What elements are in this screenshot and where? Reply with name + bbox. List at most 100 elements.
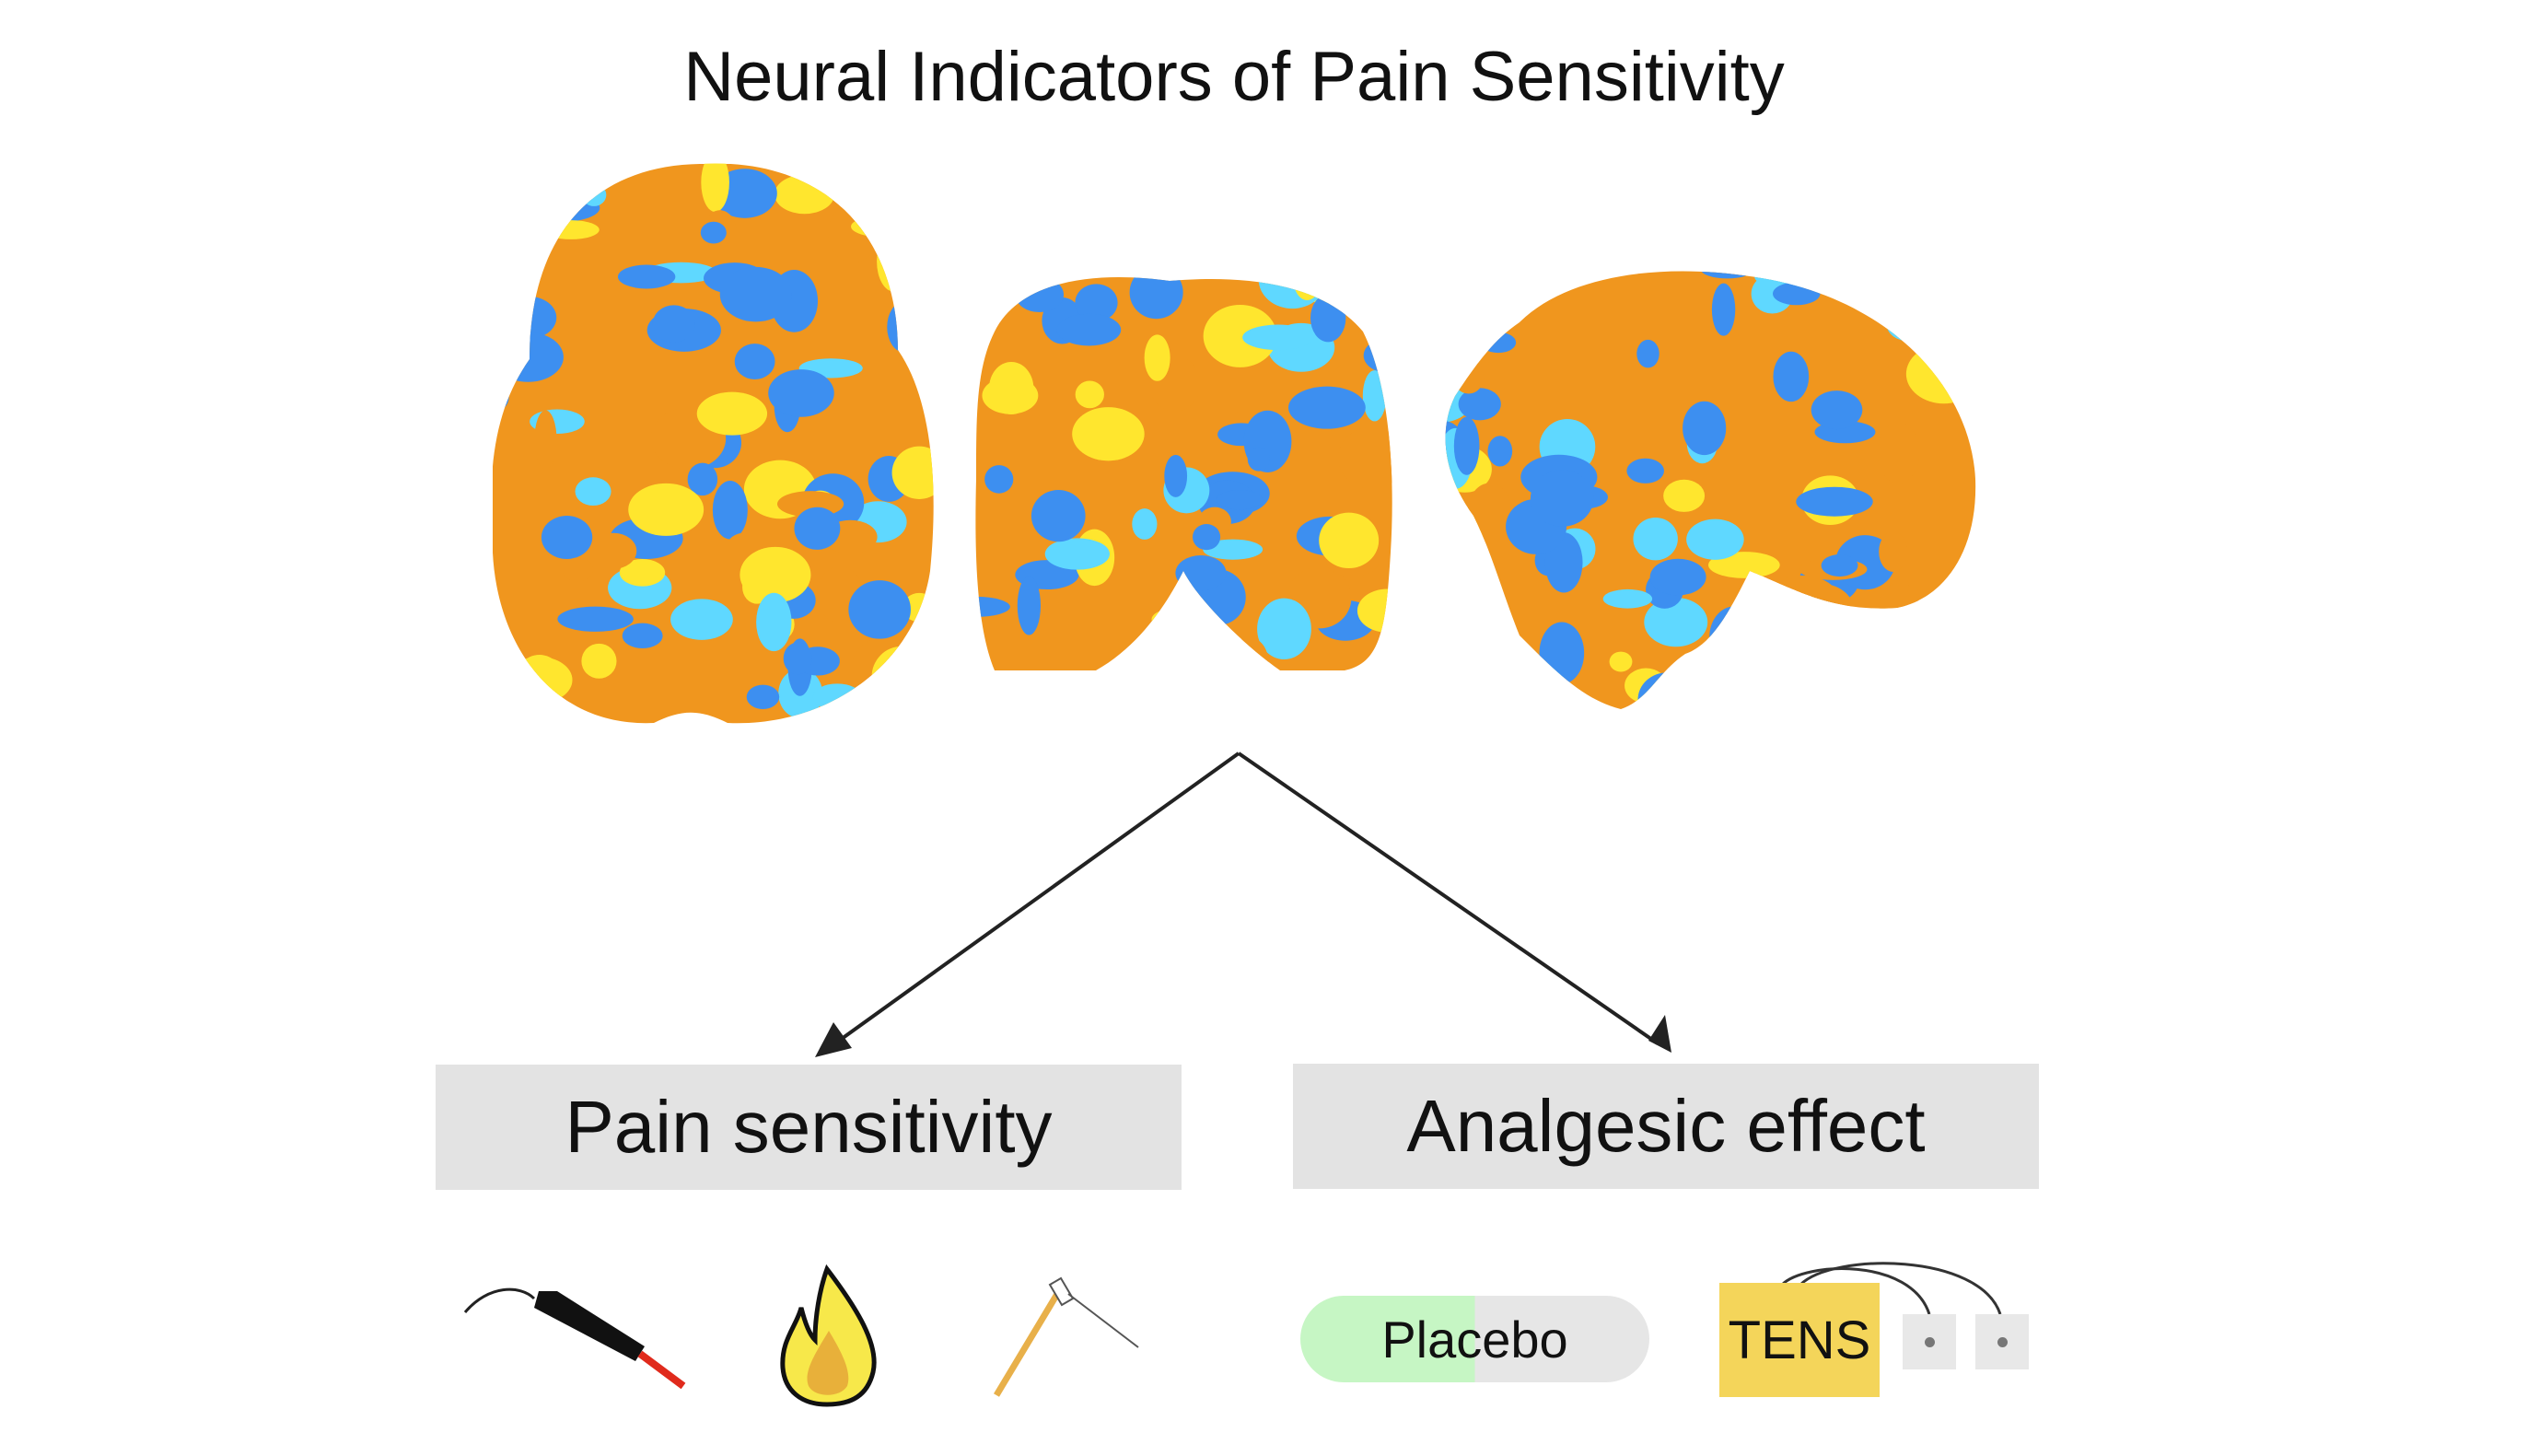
activation-blob xyxy=(541,516,593,559)
activation-blob xyxy=(542,220,600,239)
activation-blob xyxy=(670,599,733,640)
activation-blob xyxy=(812,683,862,711)
activation-blob xyxy=(1044,538,1111,570)
activation-blob xyxy=(1496,697,1542,709)
activation-blob xyxy=(1879,619,1954,671)
activation-blob xyxy=(1452,358,1485,394)
activation-blob xyxy=(652,305,695,343)
activation-blob xyxy=(1337,426,1392,489)
activation-blob xyxy=(1693,674,1770,709)
activation-blob xyxy=(1496,643,1531,678)
activation-blob xyxy=(871,646,932,707)
activation-blob xyxy=(1700,271,1754,279)
activation-blob xyxy=(1445,590,1460,618)
activation-blob xyxy=(628,483,705,536)
activation-blob xyxy=(1129,276,1183,320)
activation-blob xyxy=(562,557,593,582)
analgesic-effect-box: Analgesic effect xyxy=(1293,1064,2039,1189)
activation-blob xyxy=(848,580,911,639)
activation-blob xyxy=(1683,401,1727,456)
activation-blob xyxy=(734,344,775,379)
activation-blob xyxy=(701,163,729,213)
activation-blob xyxy=(903,695,934,724)
activation-blob xyxy=(1905,344,1976,404)
activation-blob xyxy=(742,570,772,604)
activation-blob xyxy=(851,215,919,238)
pain-sensitivity-box: Pain sensitivity xyxy=(436,1065,1182,1190)
activation-blob xyxy=(905,181,933,211)
activation-blob xyxy=(1711,283,1736,336)
activation-blob xyxy=(619,559,666,587)
activation-blob xyxy=(514,654,565,710)
activation-blob xyxy=(746,684,780,710)
activation-blob xyxy=(1788,649,1822,681)
activation-blob xyxy=(1288,386,1366,429)
activation-blob xyxy=(1626,458,1664,483)
activation-blob xyxy=(719,266,792,322)
activation-blob xyxy=(903,682,934,721)
activation-blob xyxy=(868,163,934,190)
activation-blob xyxy=(1644,598,1708,647)
activation-blob xyxy=(491,382,509,412)
activation-blob xyxy=(1257,598,1311,660)
activation-blob xyxy=(768,369,834,417)
activation-blob xyxy=(1796,486,1873,517)
activation-blob xyxy=(1501,693,1573,709)
activation-blob xyxy=(1072,407,1145,461)
arrow-to-analgesic-effect xyxy=(1237,751,1671,1053)
activation-blob xyxy=(1686,518,1744,560)
brain-axial-slice xyxy=(491,163,934,724)
activation-blob xyxy=(1362,370,1387,422)
activation-blob xyxy=(1203,304,1277,367)
flame-icon xyxy=(780,1264,877,1407)
activation-blob xyxy=(891,446,934,499)
activation-blob xyxy=(914,190,934,223)
activation-blob xyxy=(1773,282,1821,306)
activation-blob xyxy=(1132,508,1158,540)
activation-blob xyxy=(794,507,841,550)
activation-blob xyxy=(1445,634,1492,672)
activation-blob xyxy=(534,410,557,470)
activation-blob xyxy=(1877,422,1920,484)
activation-blob xyxy=(887,301,921,353)
activation-blob xyxy=(1806,271,1857,274)
activation-blob xyxy=(1609,651,1633,672)
activation-blob xyxy=(1469,286,1494,332)
activation-blob xyxy=(1886,307,1934,342)
activation-blob xyxy=(862,689,901,717)
activation-blob xyxy=(1900,600,1951,646)
activation-blob xyxy=(1811,390,1863,430)
activation-blob xyxy=(1292,276,1322,300)
activation-blob xyxy=(492,332,564,382)
activation-blob xyxy=(712,481,748,540)
activation-blob xyxy=(1530,470,1594,527)
placebo-pill: Placebo xyxy=(1300,1296,1649,1382)
activation-blob xyxy=(1709,606,1760,669)
activation-blob xyxy=(1532,271,1558,290)
brain-coronal-slice xyxy=(975,276,1392,670)
activation-blob xyxy=(1193,524,1221,551)
activation-blob xyxy=(1773,351,1810,402)
activation-blob xyxy=(877,231,911,292)
activation-blob xyxy=(1359,292,1392,313)
activation-blob xyxy=(1649,558,1706,596)
activation-blob xyxy=(1015,276,1065,313)
activation-blob xyxy=(1216,490,1264,510)
activation-blob xyxy=(1151,607,1212,632)
activation-blob xyxy=(1637,672,1697,709)
activation-blob xyxy=(622,623,663,649)
activation-blob xyxy=(1879,530,1907,572)
activation-blob xyxy=(1696,635,1770,694)
activation-blob xyxy=(1487,436,1513,467)
activation-blob xyxy=(687,462,718,496)
activation-blob xyxy=(1453,416,1480,475)
activation-blob xyxy=(1602,588,1653,609)
activation-blob xyxy=(1075,284,1118,322)
activation-blob xyxy=(783,642,812,675)
activation-blob xyxy=(1821,554,1858,577)
activation-blob xyxy=(1663,479,1706,512)
activation-blob xyxy=(1813,623,1858,677)
activation-blob xyxy=(700,221,727,244)
activation-blob xyxy=(1751,274,1794,314)
